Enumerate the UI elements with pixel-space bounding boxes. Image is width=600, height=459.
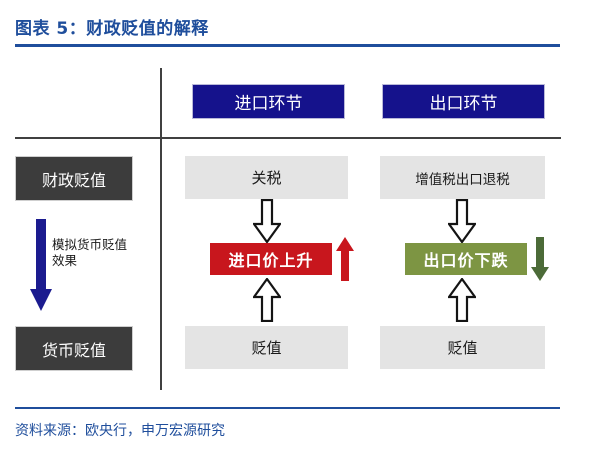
arrow-up-red-icon [336, 237, 354, 281]
arrow-up-outline-icon-export [446, 277, 478, 323]
export-bottom-box: 贬值 [380, 326, 545, 369]
arrow-down-outline-icon-import [251, 198, 283, 244]
arrow-up-outline-icon-import [251, 277, 283, 323]
horizontal-divider [15, 137, 561, 139]
import-result-box: 进口价上升 [210, 243, 332, 275]
transition-note: 模拟货币贬值效果 [52, 237, 128, 268]
arrow-down-outline-icon-export [446, 198, 478, 244]
column-header-export: 出口环节 [382, 84, 545, 119]
arrow-down-blue-icon [30, 219, 52, 311]
vertical-divider [160, 68, 162, 390]
export-result-box: 出口价下跌 [405, 243, 527, 275]
footer-rule [15, 407, 560, 409]
import-top-box: 关税 [185, 156, 348, 199]
import-bottom-box: 贬值 [185, 326, 348, 369]
title-underline [15, 44, 560, 47]
stage-label-fiscal: 财政贬值 [15, 156, 133, 201]
arrow-down-green-icon [531, 237, 549, 281]
export-top-box: 增值税出口退税 [380, 156, 545, 199]
stage-label-currency: 货币贬值 [15, 326, 133, 371]
page-title: 图表 5：财政贬值的解释 [15, 19, 209, 39]
source-note: 资料来源：欧央行，申万宏源研究 [15, 423, 225, 439]
column-header-import: 进口环节 [192, 84, 345, 119]
